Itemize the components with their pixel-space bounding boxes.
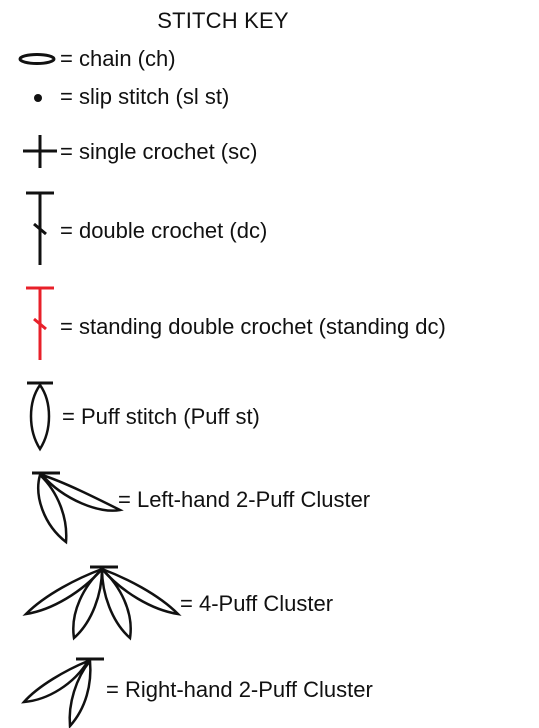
left-hand-2-puff-cluster-icon (32, 471, 124, 545)
slip-stitch-icon (34, 94, 42, 102)
right-hand-2-puff-cluster-icon (21, 657, 104, 728)
key-title: STITCH KEY (157, 8, 289, 33)
4-puff-cluster-icon (22, 565, 182, 641)
chain-icon (18, 53, 56, 65)
legend-label-double-crochet: = double crochet (dc) (60, 218, 268, 243)
legend-label-chain: = chain (ch) (60, 46, 176, 71)
legend-label-right-hand-2-puff-cluster: = Right-hand 2-Puff Cluster (106, 677, 373, 702)
legend-label-4-puff-cluster: = 4-Puff Cluster (180, 591, 334, 616)
legend-label-left-hand-2-puff-cluster: = Left-hand 2-Puff Cluster (118, 487, 371, 512)
legend-label-single-crochet: = single crochet (sc) (60, 139, 258, 164)
legend-label-slip-stitch: = slip stitch (sl st) (60, 84, 230, 109)
standing-double-crochet-icon (26, 286, 54, 360)
single-crochet-icon (23, 135, 57, 168)
legend-label-puff-stitch: = Puff stitch (Puff st) (62, 404, 260, 429)
legend-label-standing-double-crochet: = standing double crochet (standing dc) (60, 314, 446, 339)
double-crochet-icon (26, 191, 54, 265)
puff-stitch-icon (27, 381, 53, 452)
